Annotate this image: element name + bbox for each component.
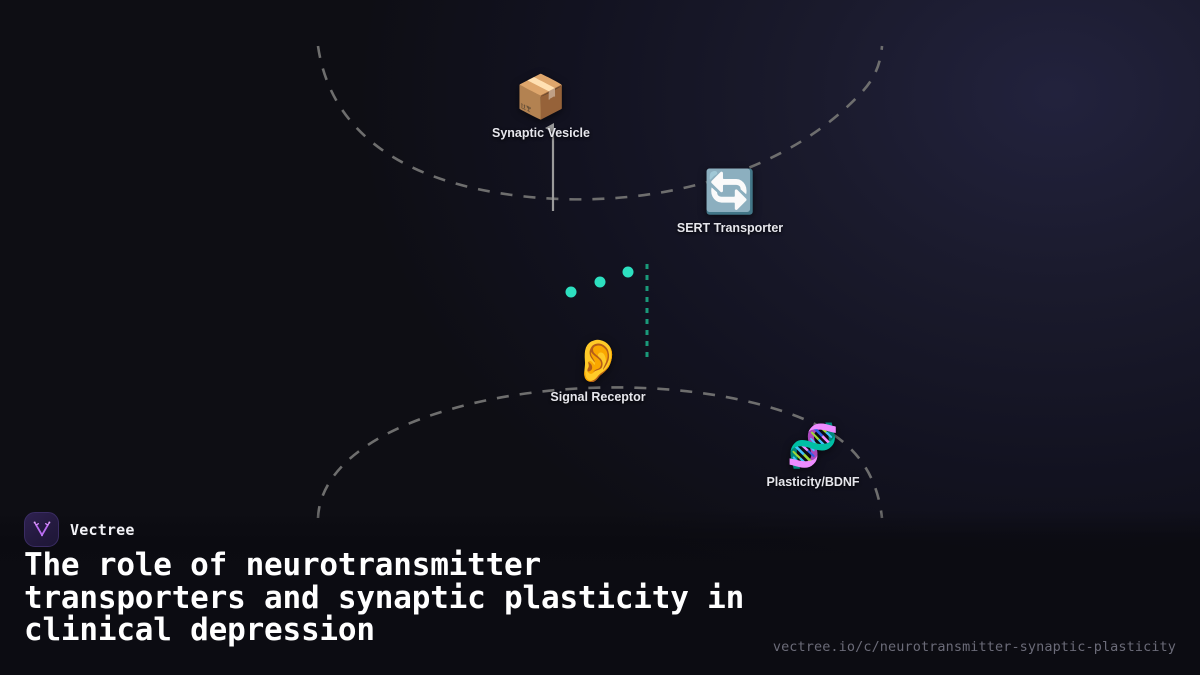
ear-icon: 👂 [571, 336, 625, 385]
neurotransmitter-dot [622, 266, 634, 278]
node-plasticity-bdnf[interactable]: 🧬 Plasticity/BDNF [766, 421, 860, 490]
neurotransmitter-dot [565, 286, 577, 298]
package-box-icon: 📦 [514, 72, 568, 121]
arrows-exchange-icon: 🔄 [703, 167, 757, 216]
page-url: vectree.io/c/neurotransmitter-synaptic-p… [772, 639, 1176, 655]
dna-helix-icon: 🧬 [786, 421, 840, 470]
tree-glyph-icon [33, 520, 50, 536]
brand-name: Vectree [70, 520, 135, 539]
node-label-sert-transporter: SERT Transporter [676, 221, 784, 235]
footer-overlay [0, 510, 1200, 675]
neurotransmitter-dot [594, 276, 606, 288]
node-label-plasticity-bdnf: Plasticity/BDNF [766, 475, 860, 489]
presynaptic-membrane [316, 45, 884, 201]
node-label-synaptic-vesicle: Synaptic Vesicle [492, 126, 590, 140]
brand[interactable]: Vectree [24, 512, 135, 547]
postsynaptic-membrane [316, 386, 884, 519]
vectree-logo-icon [24, 512, 59, 547]
node-signal-receptor[interactable]: 👂 Signal Receptor [550, 336, 646, 405]
node-synaptic-vesicle[interactable]: 📦 Synaptic Vesicle [492, 72, 590, 141]
node-label-signal-receptor: Signal Receptor [550, 390, 646, 404]
node-sert-transporter[interactable]: 🔄 SERT Transporter [676, 167, 784, 236]
page-title: The role of neurotransmitter transporter… [24, 547, 745, 648]
